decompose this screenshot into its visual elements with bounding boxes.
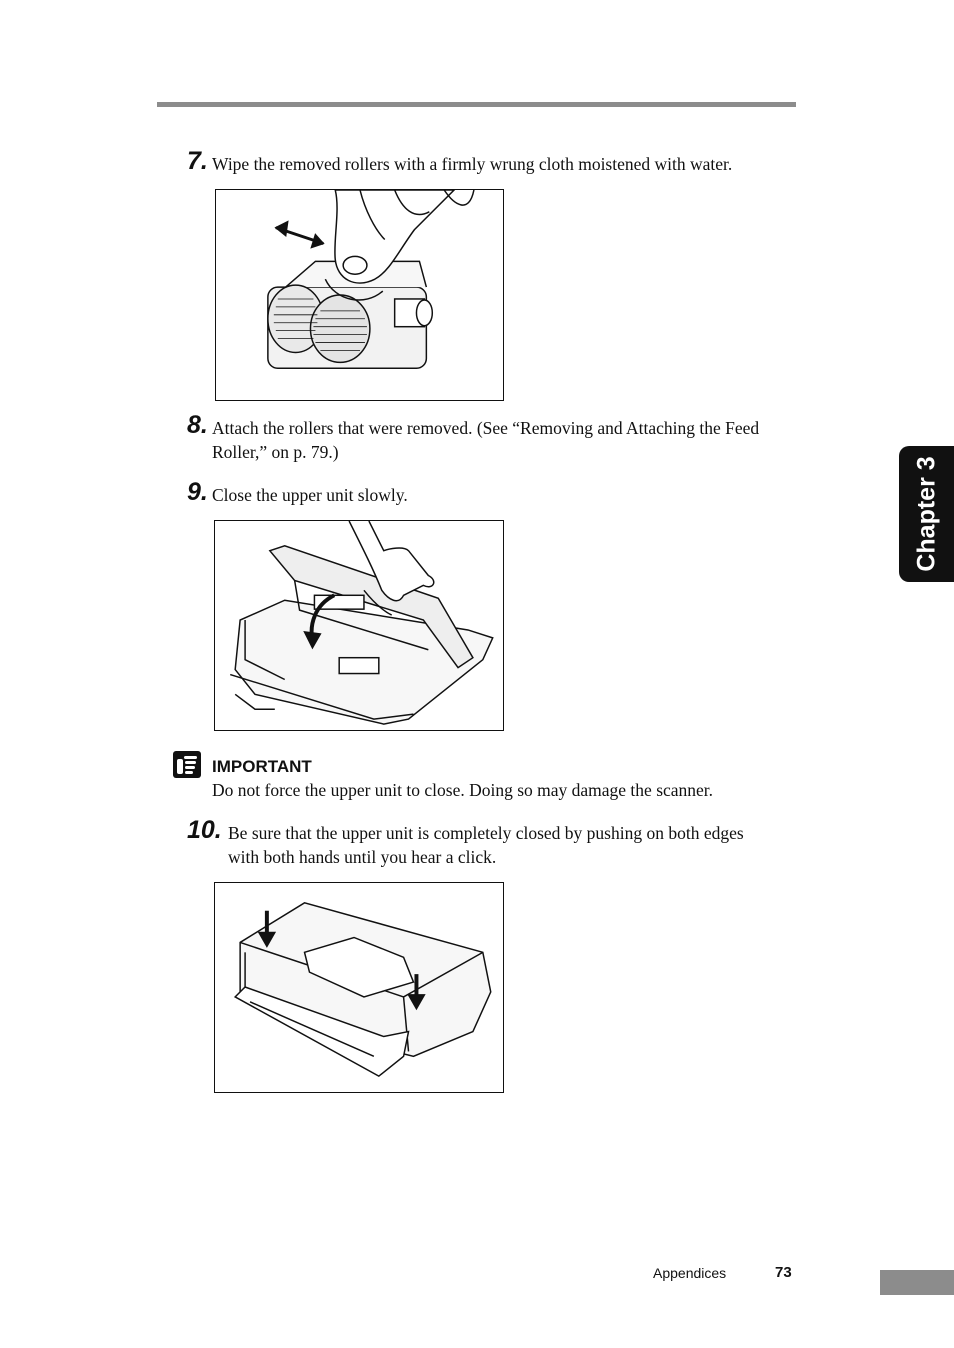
chapter-tab[interactable]: Chapter 3	[899, 446, 954, 582]
footer-bar	[880, 1270, 954, 1295]
hand-pointing-icon	[173, 751, 201, 778]
step-10-text-line1: Be sure that the upper unit is completel…	[228, 823, 744, 843]
step-9-text: Close the upper unit slowly.	[212, 485, 408, 505]
important-text: Do not force the upper unit to close. Do…	[212, 780, 714, 800]
step-9-number: 9.	[187, 478, 208, 506]
step-10-text-line2: with both hands until you hear a click.	[228, 847, 497, 867]
chapter-tab-label: Chapter 3	[912, 456, 940, 572]
step-7-number: 7.	[187, 147, 208, 175]
figure-closing-upper-unit	[214, 520, 504, 731]
scanner-closed-illustration	[233, 902, 492, 1078]
important-heading: IMPORTANT	[212, 757, 312, 776]
page-number: 73	[775, 1264, 792, 1281]
step-8-text-line1: Attach the rollers that were removed. (S…	[212, 418, 760, 438]
figure-pushing-both-edges	[214, 882, 504, 1093]
step-10-number: 10.	[187, 816, 222, 844]
figure-wiping-rollers	[215, 189, 504, 401]
step-8-text-line2: Roller,” on p. 79.)	[212, 442, 339, 462]
step-7-text: Wipe the removed rollers with a firmly w…	[212, 154, 733, 174]
roller-wiping-illustration	[267, 190, 475, 370]
scanner-open-illustration	[230, 521, 494, 725]
step-8-number: 8.	[187, 411, 208, 439]
header-rule	[157, 102, 796, 107]
footer-section-name: Appendices	[653, 1265, 727, 1281]
